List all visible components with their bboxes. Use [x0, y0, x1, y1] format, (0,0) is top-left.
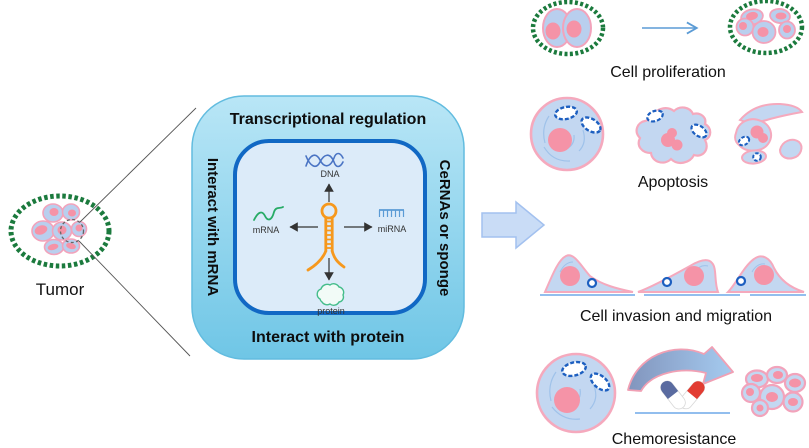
hairpin-leg [306, 249, 328, 272]
apoptosis-group: Apoptosis [529, 96, 804, 191]
protein-label: protein [317, 306, 345, 316]
surviving-cluster-nuclei [746, 371, 801, 412]
nucleus-fragment [667, 128, 677, 138]
migrating-cell-swirls [559, 261, 766, 273]
pill-capsule-red-half [687, 381, 705, 400]
hairpin-rungs [324, 220, 334, 249]
nucleus [773, 371, 783, 379]
fragment-nucleus [750, 125, 768, 143]
apoptosis-fragmented-cell [734, 102, 804, 165]
mitochondrion [561, 360, 587, 378]
cell-proliferation-label: Cell proliferation [610, 64, 726, 81]
mitochondrion [589, 372, 611, 392]
dna-strand [305, 154, 344, 168]
bypass-arrow-icon [627, 346, 734, 392]
nucleus [545, 22, 561, 40]
cernas-or-sponge-label: CeRNAs or sponge [436, 160, 453, 297]
block-arrow-icon [481, 200, 546, 250]
mrna-label: mRNA [253, 225, 280, 235]
migrating-cell-nuclei [560, 265, 774, 286]
zoom-region-circle [59, 218, 85, 244]
nucleus [554, 387, 580, 413]
nucleus [746, 388, 754, 396]
nucleus [756, 404, 764, 412]
mitochondrion [752, 152, 762, 162]
mrna-icon [253, 206, 284, 221]
nucleus [775, 12, 787, 20]
pill-capsule-blue-half [660, 381, 679, 400]
shrinking-cell-nucleus [661, 128, 683, 151]
chemoresistance-group: Chemoresistance [535, 346, 807, 448]
nucleus [739, 22, 747, 30]
mirna-label: miRNA [378, 224, 407, 234]
pill-icon [660, 380, 706, 410]
cell-proliferation-group: Cell proliferation [530, 0, 805, 81]
dna-icon [305, 152, 344, 168]
hairpin-arrows [289, 183, 373, 281]
nucleus [754, 265, 774, 285]
apoptosis-label: Apoptosis [638, 174, 708, 191]
interact-with-protein-label: Interact with protein [252, 329, 405, 346]
nucleus [49, 208, 59, 216]
dna-label: DNA [320, 169, 339, 179]
migrating-cell [637, 259, 720, 293]
cell-fragment [778, 138, 803, 160]
mitochondrion [580, 116, 602, 134]
proliferation-after-nuclei [739, 11, 791, 37]
nucleus [68, 209, 76, 217]
chemoresistance-label: Chemoresistance [612, 431, 737, 448]
mitochondria-icon [561, 360, 611, 392]
mitochondria-icon [553, 105, 602, 134]
mirna-icon [378, 209, 405, 217]
hairpin-leg [330, 249, 346, 269]
mitochondria-icon [737, 135, 762, 162]
interact-with-mrna-label: Interact with mRNA [204, 158, 221, 297]
nucleus [566, 20, 582, 38]
tumor-cell-nuclei [34, 208, 83, 251]
nucleus [57, 225, 67, 235]
organelle-ring [735, 275, 747, 287]
mitochondrion [553, 105, 579, 121]
nucleus [684, 266, 704, 286]
nucleus [788, 398, 798, 406]
nucleus [757, 27, 769, 37]
proliferation-before-nuclei [545, 20, 582, 40]
nucleus-fragment [671, 139, 683, 151]
regulation-box: Transcriptional regulation Interact with… [191, 95, 465, 360]
nucleus [34, 225, 48, 235]
cell-invasion-migration-label: Cell invasion and migration [580, 308, 772, 325]
mitochondrion [690, 123, 708, 139]
nucleus [766, 392, 778, 402]
invasion-migration-group: Cell invasion and migration [540, 254, 806, 325]
organelle-rings [586, 275, 747, 289]
nucleus [75, 224, 83, 232]
nucleus [789, 378, 801, 388]
organelle-ring [586, 277, 598, 289]
zoom-line-top [79, 107, 197, 223]
regulation-box-inner [233, 139, 427, 315]
tumor-label: Tumor [36, 280, 85, 299]
organelle-ring [661, 276, 673, 288]
mitochondrion [737, 135, 751, 147]
hairpin-loop [320, 202, 338, 220]
nucleus [751, 374, 763, 382]
nucleus [746, 11, 758, 21]
nucleus [560, 266, 580, 286]
transcriptional-regulation-label: Transcriptional regulation [230, 111, 426, 128]
nucleus [548, 128, 572, 152]
nucleus [66, 242, 76, 250]
nucleus [47, 243, 59, 251]
nucleus [783, 25, 791, 33]
mitochondrion [646, 109, 664, 123]
nucleus-fragment [758, 133, 768, 143]
protein-icon [316, 283, 345, 306]
tumor-illustration: Tumor [8, 107, 197, 357]
dna-strand [305, 152, 344, 167]
lncrna-hairpin-icon [306, 202, 346, 272]
zoom-line-bottom [78, 240, 191, 357]
mitochondria-icon [646, 109, 708, 139]
